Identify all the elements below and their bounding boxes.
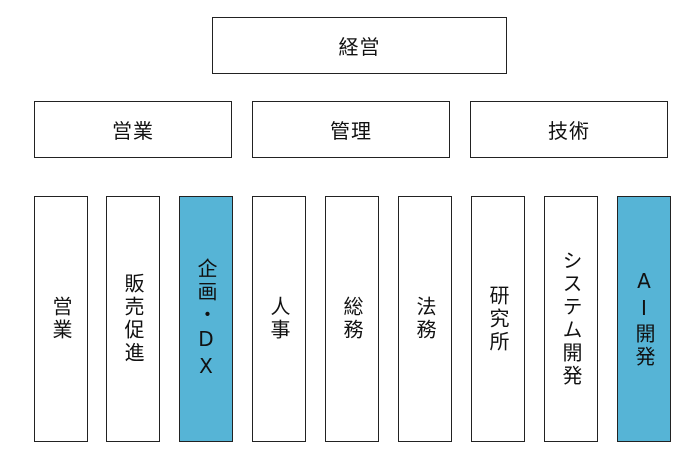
node-group-sales: 営業 [34,101,232,158]
node-dept-planning-dx: 企画・DX [179,196,233,442]
node-label: 経営 [338,35,381,59]
node-label: 総務 [340,296,364,342]
node-dept-legal: 法務 [398,196,452,442]
node-label: 研究所 [486,284,510,354]
node-label: 管理 [330,119,372,143]
node-dept-research: 研究所 [471,196,525,442]
node-label: 企画・DX [194,257,218,381]
node-label: 人事 [267,296,291,342]
node-label: 技術 [548,119,590,143]
node-dept-ai-dev: AI開発 [617,196,671,442]
node-label: 営業 [112,119,154,143]
node-dept-sales: 営業 [34,196,88,442]
node-label: AI開発 [632,269,656,369]
node-label: 法務 [413,296,437,342]
node-label: 営業 [49,296,73,342]
node-group-tech: 技術 [470,101,668,158]
node-dept-hr: 人事 [252,196,306,442]
node-dept-system-dev: システム開発 [544,196,598,442]
node-dept-sales-promotion: 販売促進 [106,196,160,442]
node-dept-general-affairs: 総務 [325,196,379,442]
node-top-management: 経営 [212,17,507,74]
node-label: 販売促進 [121,273,145,365]
node-label: システム開発 [559,250,583,388]
node-group-admin: 管理 [252,101,450,158]
